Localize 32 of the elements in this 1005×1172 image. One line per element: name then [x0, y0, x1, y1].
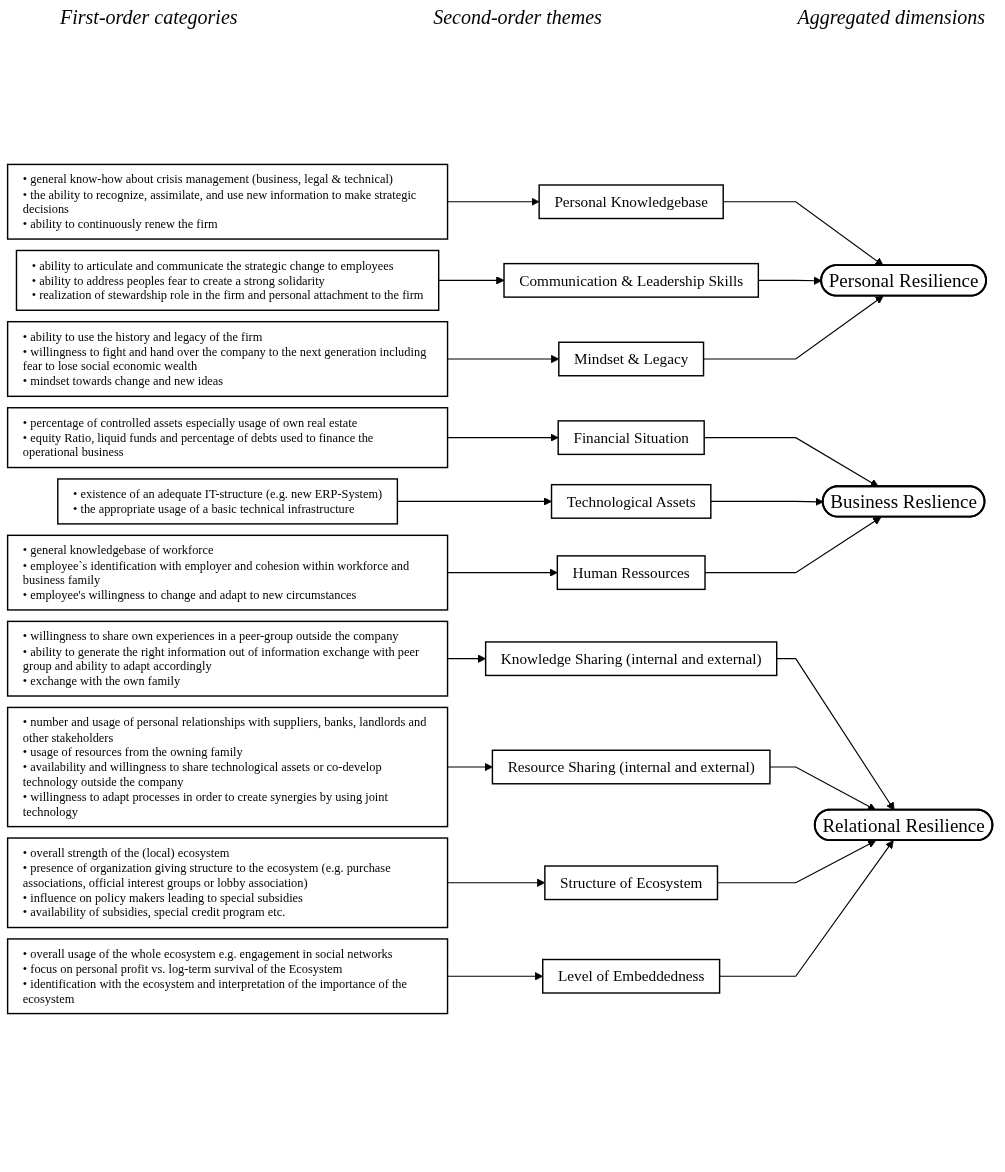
arrow	[719, 840, 894, 977]
node-box: • general know-how about crisis management (business, legal & technical) • the ability to recognize, assimilate, and use new information to make strategic decisions • ability to continuously renew the firm	[6, 163, 449, 240]
node-box: • ability to use the history and legacy of the firm • willingness to fight and hand over the company to the next generation including fear to lose social economic wealth • mindset towards change and new ideas	[6, 320, 449, 398]
arrow	[776, 658, 895, 811]
node-box: Knowledge Sharing (internal and external)	[484, 641, 778, 677]
node-box: • overall strength of the (local) ecosystem • presence of organization giving structure to the ecosystem (e.g. purchase associations, official interest groups or lobby association) • influence on policy makers leading to special subsidies • availability of subsidies, special credit program etc.	[6, 837, 449, 929]
node-box: • existence of an adequate IT-structure (e.g. new ERP-System) • the appropriate usage of a basic technical infrastructure	[57, 478, 399, 525]
node-box: Communication & Leadership Skills	[503, 262, 760, 298]
arrow	[447, 568, 558, 577]
node-box: Technological Assets	[550, 483, 712, 519]
arrow	[447, 762, 493, 772]
node-box: • percentage of controlled assets especially usage of own real estate • equity Ratio, liquid funds and percentage of debts used to finance the operational business	[6, 407, 449, 469]
node-box: Resource Sharing (internal and external)	[491, 749, 771, 785]
arrow	[769, 766, 877, 811]
arrow	[447, 197, 540, 206]
node-box: Human Ressources	[556, 555, 706, 591]
arrow	[438, 276, 505, 285]
column-heading: Aggregated dimensions	[797, 6, 985, 29]
node-box: • willingness to share own experiences in a peer-group outside the company • ability to generate the right information out of information exchange with peer group and ability to adapt accordingly • exchange with the own family	[6, 620, 449, 697]
column-heading: Second-order themes	[433, 6, 602, 29]
node-box: Personal Knowledgebase	[538, 184, 724, 220]
node-box: Level of Embeddedness	[542, 958, 721, 994]
node-box: • overall usage of the whole ecosystem e.g. engagement in social networks • focus on personal profit vs. log-term survival of the Ecosystem • identification with the ecosystem and interpretation of the importance of the ecosystem	[6, 938, 449, 1015]
node-box: • number and usage of personal relationships with suppliers, banks, landlords and other stakeholders • usage of resources from the owning family • availability and willingness to share technological assets or co-develop technology outside the company • willingness to adapt processes in order to create synergies by using joint technology	[6, 706, 449, 828]
node-box: Structure of Ecosystem	[544, 865, 719, 901]
arrow	[447, 433, 559, 442]
node-box: Financial Situation	[557, 420, 705, 456]
arrow	[447, 654, 486, 663]
node-box: Mindset & Legacy	[558, 341, 705, 377]
column-heading: First-order categories	[60, 6, 238, 29]
node-box: • general knowledgebase of workforce • employee`s identification with employer and cohesion within workforce and business family • employee's willingness to change and adapt to new circumstances	[6, 534, 449, 611]
node-box: • ability to articulate and communicate the strategic change to employees • ability to address peoples fear to create a strong solidarity • realization of stewardship role in the firm and personal attachment to the firm	[15, 249, 440, 311]
